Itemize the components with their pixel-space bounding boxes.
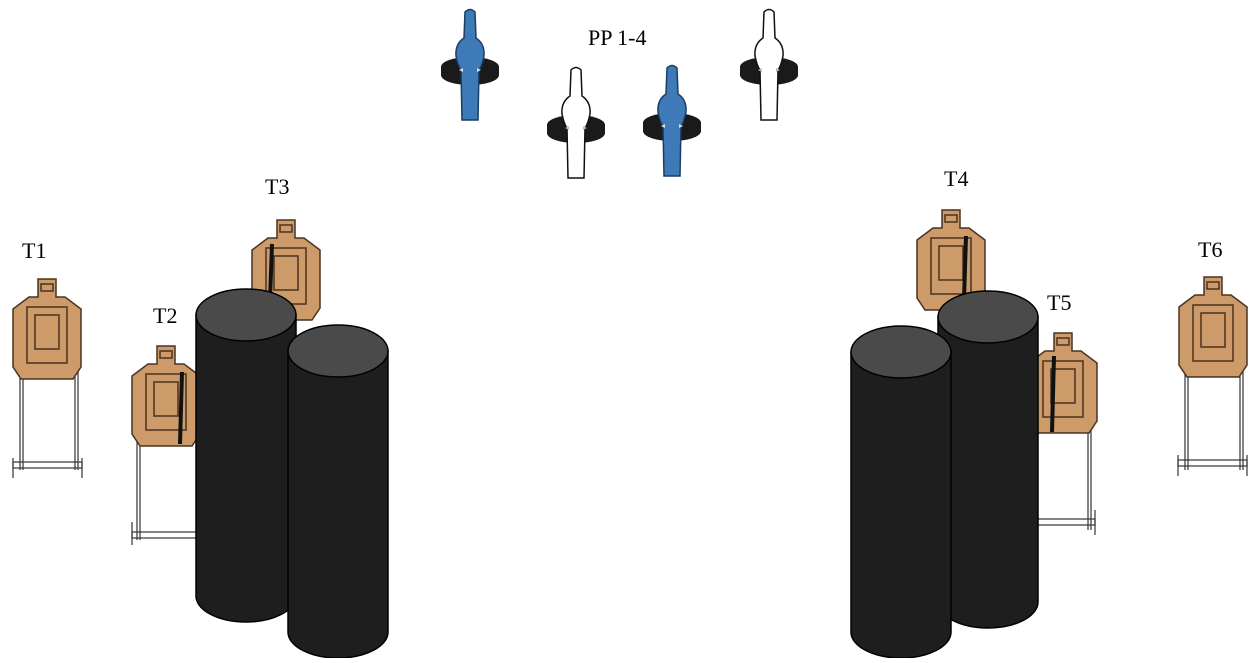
popper-2 <box>546 66 606 179</box>
poppers-label: PP 1-4 <box>588 25 646 50</box>
target-t1-stand <box>12 370 83 478</box>
popper-4 <box>739 8 799 121</box>
target-t2 <box>131 345 201 447</box>
target-t2-stand <box>131 440 203 545</box>
target-t1 <box>12 278 82 380</box>
target-t3-label: T3 <box>265 174 289 199</box>
target-t2-label: T2 <box>153 303 177 328</box>
target-t1-label: T1 <box>22 238 46 263</box>
target-t2-post <box>178 371 184 445</box>
barrel-right-1 <box>937 290 1039 629</box>
target-t6-label: T6 <box>1198 237 1222 262</box>
target-t5-post <box>1050 355 1056 433</box>
popper-1 <box>440 8 500 121</box>
target-t4-post <box>962 235 968 301</box>
target-t3-post <box>268 243 274 301</box>
popper-3 <box>642 64 702 177</box>
target-t5-label: T5 <box>1047 290 1071 315</box>
target-t6-stand <box>1177 370 1248 476</box>
target-t5 <box>1028 332 1098 434</box>
target-t6 <box>1178 276 1248 378</box>
target-t4-label: T4 <box>944 166 968 191</box>
barrel-left-2 <box>287 324 389 659</box>
barrel-left-1 <box>195 288 297 623</box>
barrel-right-2 <box>850 325 952 659</box>
